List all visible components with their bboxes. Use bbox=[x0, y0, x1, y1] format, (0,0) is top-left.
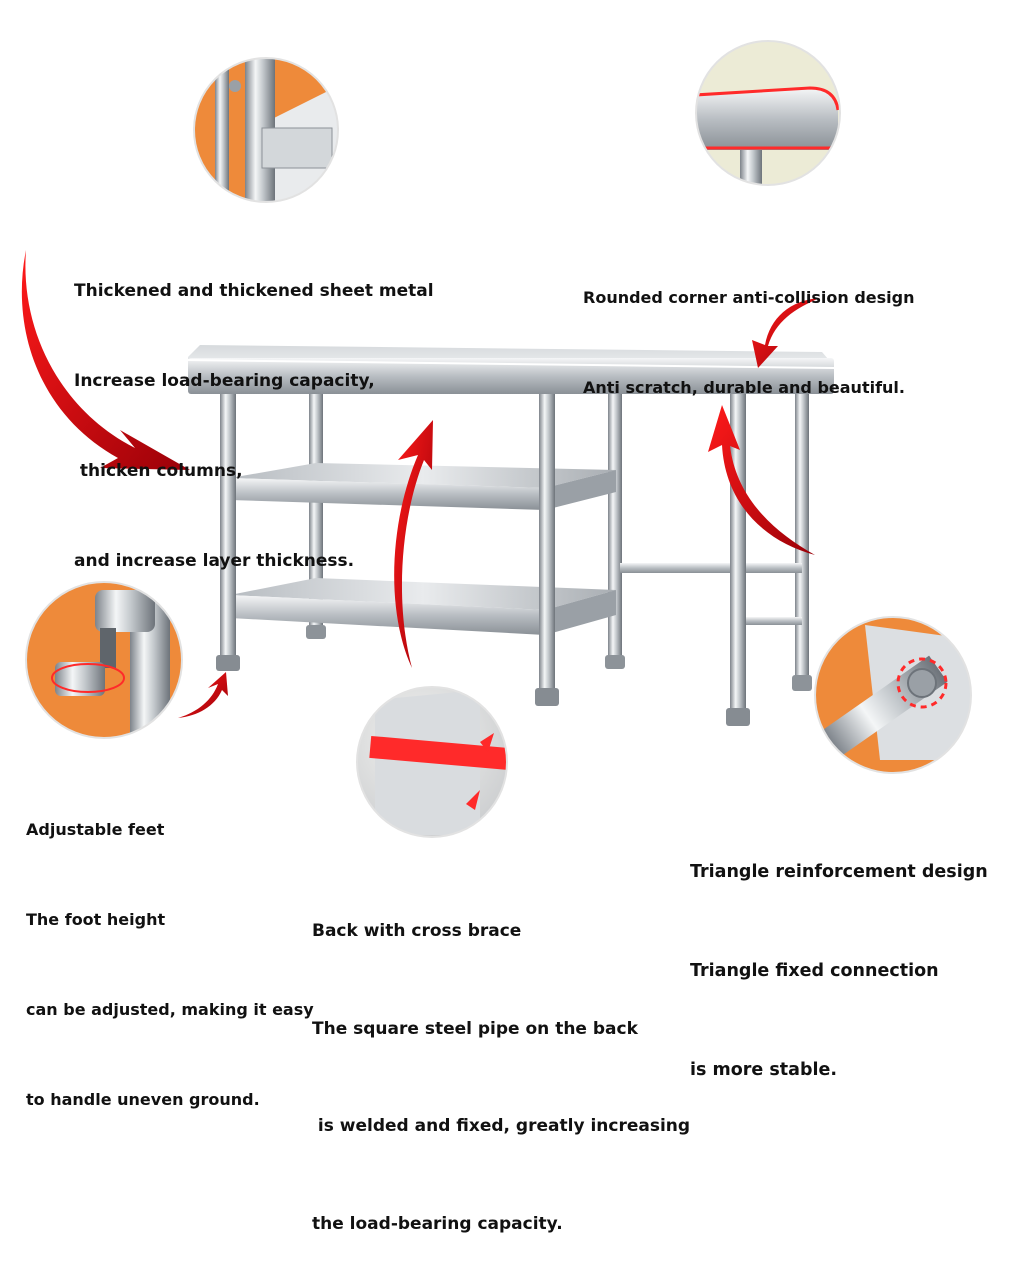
callout-cross-brace-line1: Back with cross brace bbox=[312, 921, 522, 941]
callout-sheet-metal-line2: Increase load-bearing capacity, bbox=[74, 371, 375, 391]
back-leg-right bbox=[795, 392, 809, 682]
callout-triangle-line1: Triangle reinforcement design bbox=[690, 862, 988, 882]
detail-bubble-triangle bbox=[815, 617, 971, 773]
callout-rounded-corner: Rounded corner anti-collision design Ant… bbox=[583, 223, 915, 433]
back-leg-left bbox=[309, 385, 323, 630]
worktable bbox=[187, 345, 835, 726]
front-leg-left bbox=[220, 385, 236, 665]
product-illustration bbox=[21, 40, 972, 838]
callout-cross-brace-line2: The square steel pipe on the back bbox=[312, 1018, 638, 1039]
callout-sheet-metal-line3: thicken columns, bbox=[74, 461, 243, 481]
callout-adjustable-feet: Adjustable feet The foot height can be a… bbox=[26, 755, 314, 1145]
callout-sheet-metal-line4: and increase layer thickness. bbox=[74, 551, 355, 571]
callout-triangle-line3: is more stable. bbox=[690, 1060, 837, 1080]
callout-triangle: Triangle reinforcement design Triangle f… bbox=[690, 790, 988, 1120]
callout-cross-brace-line3: is welded and fixed, greatly increasing bbox=[312, 1116, 691, 1136]
detail-bubble-adjustable-feet bbox=[26, 582, 182, 738]
arrow-adjustable-feet bbox=[178, 672, 228, 718]
callout-rounded-corner-line2: Anti scratch, durable and beautiful. bbox=[583, 378, 905, 397]
callout-sheet-metal-line1: Thickened and thickened sheet metal bbox=[74, 281, 434, 301]
arrow-cross-brace bbox=[394, 420, 433, 668]
arrows bbox=[21, 250, 820, 718]
arrow-triangle bbox=[708, 405, 815, 555]
callout-cross-brace-line4: the load-bearing capacity. bbox=[312, 1213, 563, 1234]
adjustable-foot bbox=[216, 655, 240, 671]
back-leg-mid bbox=[608, 393, 622, 663]
callout-adjustable-feet-line3: can be adjusted, making it easy bbox=[26, 1000, 314, 1019]
callout-triangle-line2: Triangle fixed connection bbox=[690, 961, 939, 981]
detail-bubble-cross-brace bbox=[357, 687, 507, 837]
middle-shelf bbox=[230, 463, 616, 488]
callout-adjustable-feet-line4: to handle uneven ground. bbox=[26, 1090, 260, 1109]
arrow-rounded-corner bbox=[752, 298, 820, 368]
callout-sheet-metal: Thickened and thickened sheet metal Incr… bbox=[74, 216, 434, 606]
callout-adjustable-feet-line1: Adjustable feet bbox=[26, 820, 165, 839]
detail-bubble-sheet-metal bbox=[194, 58, 338, 202]
side-brace bbox=[742, 617, 802, 625]
bottom-shelf bbox=[230, 578, 616, 610]
cross-brace bbox=[620, 563, 802, 573]
callout-adjustable-feet-line2: The foot height bbox=[26, 910, 166, 929]
detail-bubble-rounded-corner bbox=[696, 41, 840, 185]
callout-cross-brace: Back with cross brace The square steel p… bbox=[312, 850, 690, 1273]
callout-rounded-corner-line1: Rounded corner anti-collision design bbox=[583, 288, 915, 307]
front-leg-mid bbox=[539, 392, 555, 692]
